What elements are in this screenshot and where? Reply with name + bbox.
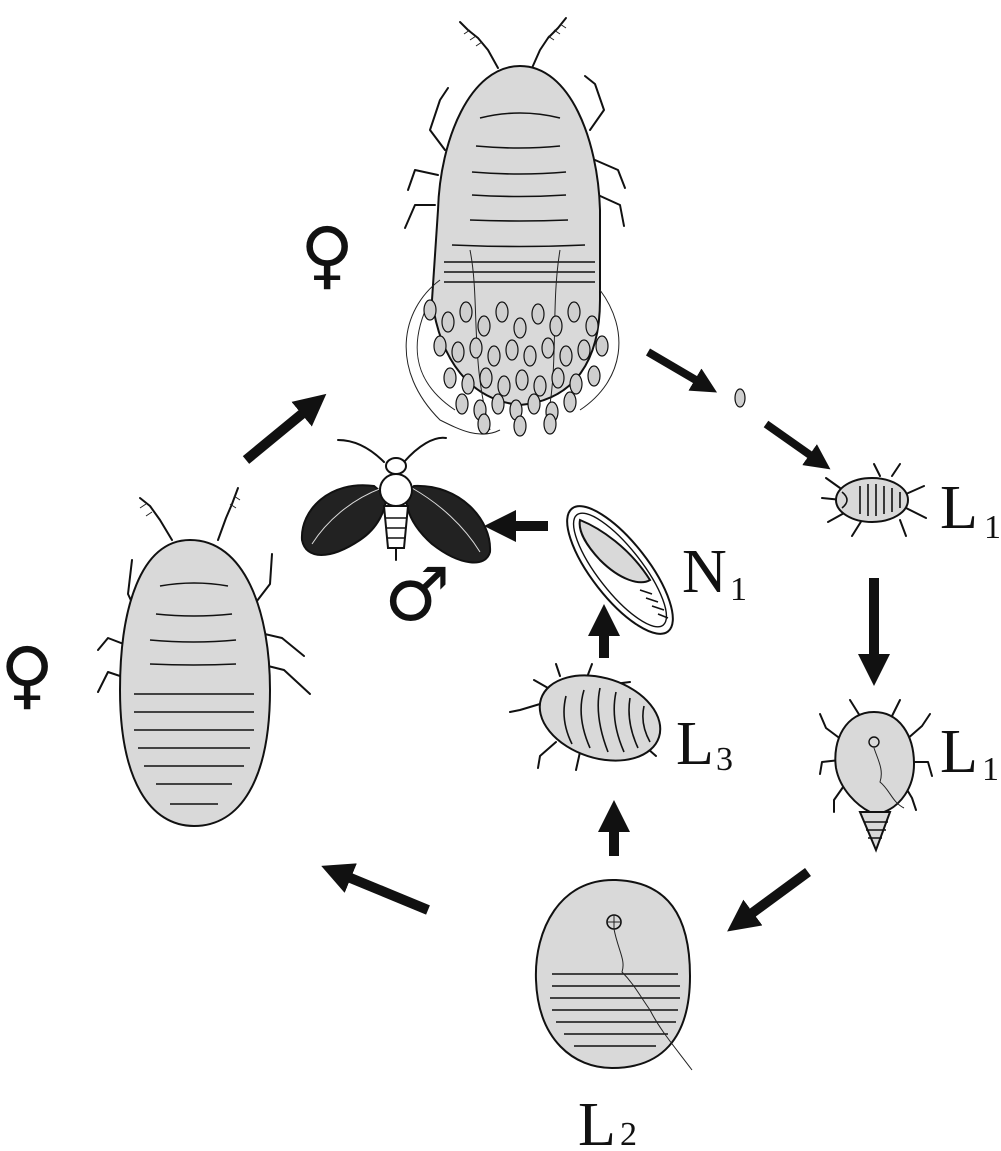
- label-n1-sub: 1: [730, 571, 747, 608]
- adult-male: [302, 438, 490, 563]
- label-l1-bottom-sub: 1: [982, 751, 999, 788]
- arrow-l2-to-adult: [336, 872, 428, 910]
- male-prepupa: [550, 491, 690, 648]
- label-l2-sub: 2: [620, 1116, 637, 1151]
- arrow-egg-to-l1: [766, 424, 820, 462]
- label-l2: L: [578, 1091, 616, 1151]
- cycle-arrows: [246, 352, 874, 922]
- arrow-female-to-egg: [648, 352, 706, 386]
- label-l3: L: [676, 710, 714, 778]
- arrow-settled-to-l2: [740, 872, 808, 922]
- single-egg: [735, 389, 745, 407]
- female-symbol-left: ♀: [0, 632, 54, 718]
- arrow-adult-to-top: [246, 404, 314, 460]
- label-l3-sub: 3: [716, 741, 733, 778]
- first-instar-crawler: [822, 464, 926, 536]
- label-l1-top: L: [940, 474, 978, 542]
- third-instar: [510, 661, 671, 775]
- label-l1-top-sub: 1: [984, 509, 1001, 546]
- adult-female-left: [98, 488, 310, 826]
- female-symbol-top: ♀: [300, 212, 354, 298]
- male-symbol: ♂: [384, 552, 450, 638]
- second-instar: [536, 880, 692, 1070]
- settled-first-instar: [820, 700, 932, 850]
- label-n1: N: [682, 538, 727, 606]
- label-l1-bottom: L: [940, 718, 978, 786]
- adult-female-with-eggs: [405, 18, 625, 436]
